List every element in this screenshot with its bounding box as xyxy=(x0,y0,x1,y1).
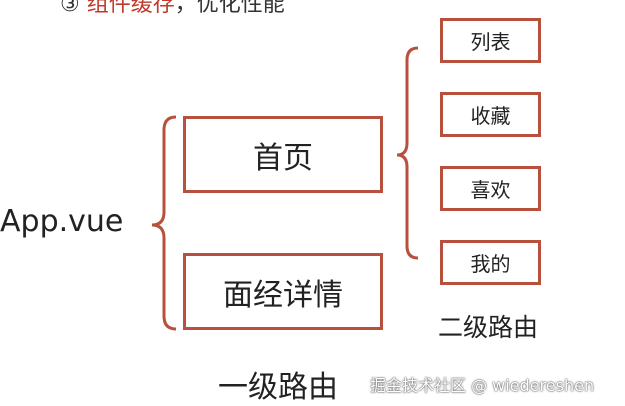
root-label: App.vue xyxy=(0,204,124,239)
level2-label: 二级路由 xyxy=(438,313,539,342)
watermark: 掘金技术社区 @ wiedereshen xyxy=(370,376,595,395)
section-heading: ③ 组件缓存，优化性能 xyxy=(60,0,285,18)
route-mine: 我的 xyxy=(440,240,541,285)
route-collect: 收藏 xyxy=(440,92,541,137)
route-list: 列表 xyxy=(440,18,541,63)
route-like: 喜欢 xyxy=(440,166,541,211)
heading-rest: ，优化性能 xyxy=(174,0,285,17)
level1-label: 一级路由 xyxy=(218,370,338,405)
heading-highlight: 组件缓存 xyxy=(86,0,175,17)
level2-bracket xyxy=(396,46,419,260)
route-home: 首页 xyxy=(183,116,383,193)
level1-bracket xyxy=(151,115,177,331)
heading-marker: ③ xyxy=(60,0,80,17)
route-detail: 面经详情 xyxy=(183,253,383,330)
